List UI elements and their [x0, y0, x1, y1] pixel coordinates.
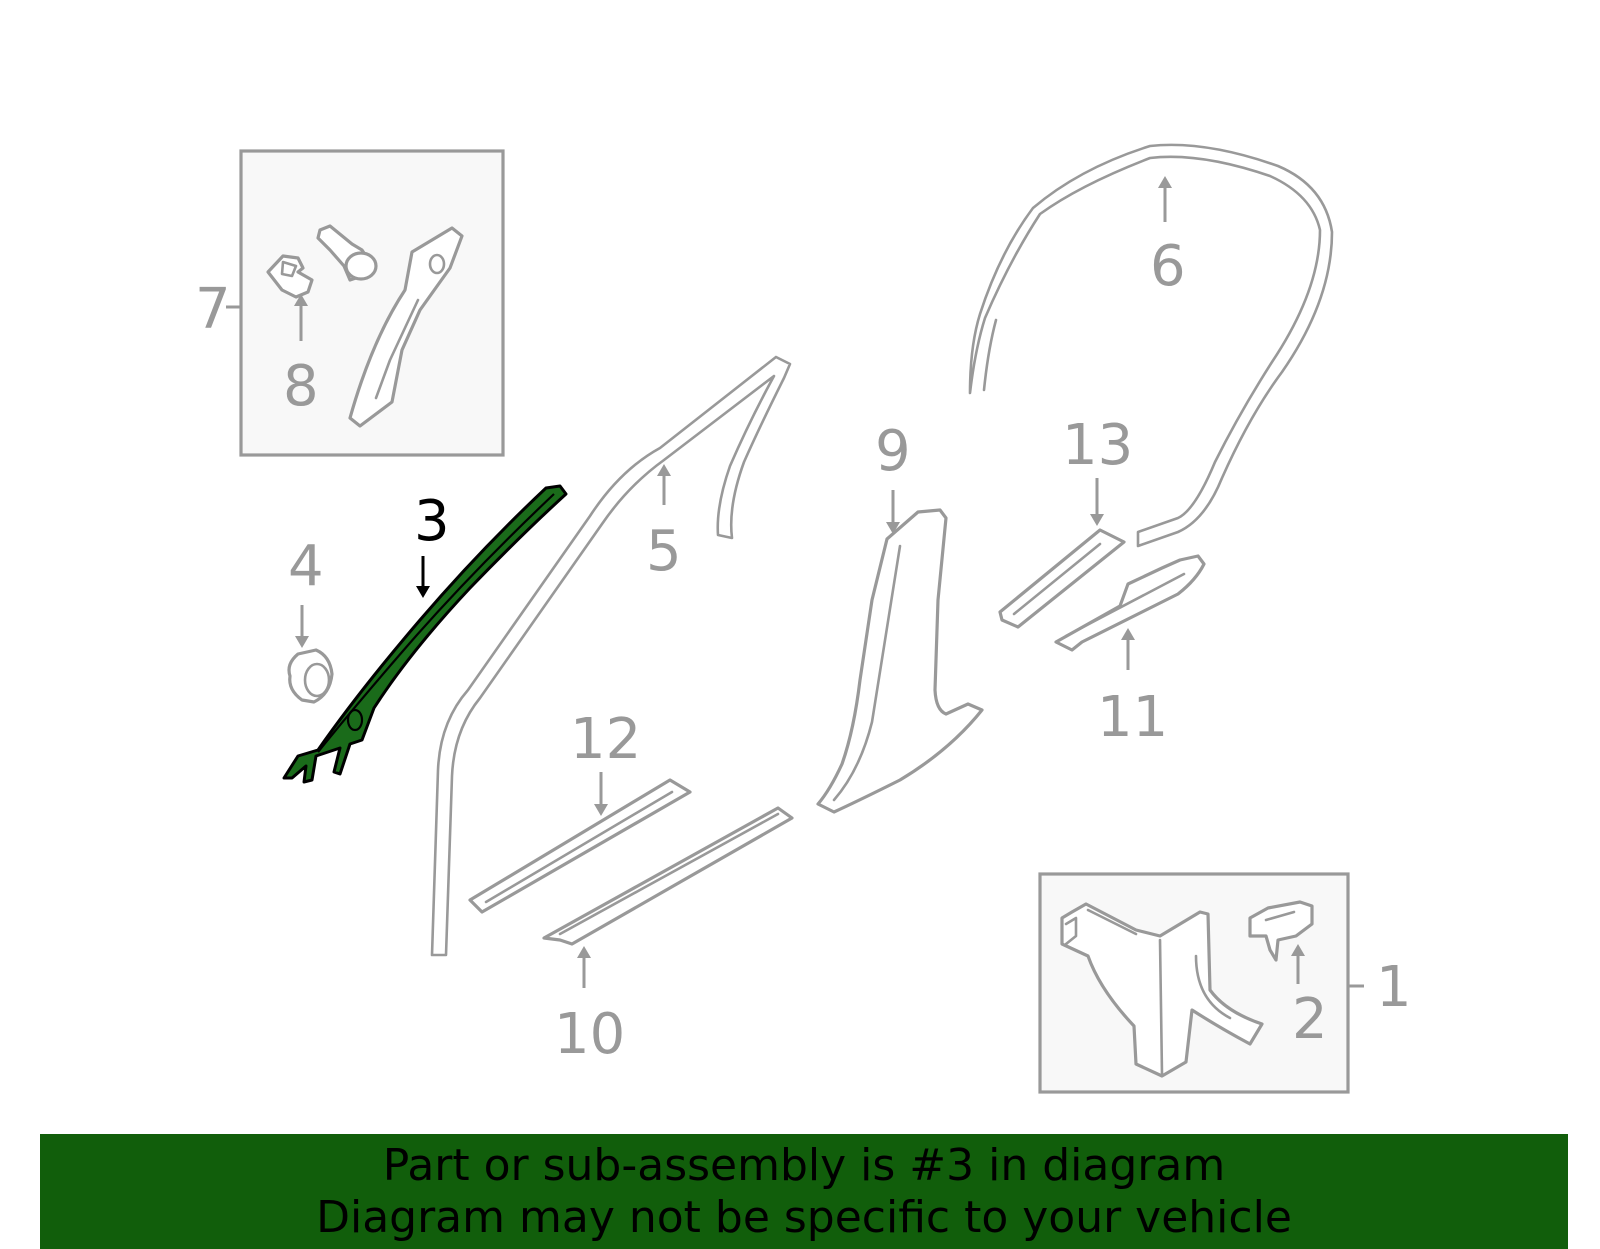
part-7-fastener: [316, 224, 378, 282]
callout-12[interactable]: 12: [570, 707, 641, 772]
callout-2[interactable]: 2: [1292, 987, 1328, 1052]
part-11-sill-trim[interactable]: [1054, 554, 1206, 652]
part-3-a-pillar-trim-highlighted[interactable]: [282, 484, 568, 784]
banner-line-2: Diagram may not be specific to your vehi…: [316, 1192, 1292, 1243]
arrow-head-3: [416, 586, 430, 598]
callout-3[interactable]: 3: [414, 489, 450, 554]
info-banner: Part or sub-assembly is #3 in diagram Di…: [40, 1134, 1568, 1249]
callout-5[interactable]: 5: [646, 519, 682, 584]
arrow-head-10: [577, 946, 591, 958]
part-7-pillar-trim: [348, 226, 464, 428]
callout-8[interactable]: 8: [283, 354, 319, 419]
arrow-head-6: [1158, 176, 1172, 188]
part-6-weatherstrip[interactable]: [968, 143, 1334, 548]
part-12-scuff-plate[interactable]: [468, 778, 692, 914]
callout-4[interactable]: 4: [288, 534, 324, 599]
part-8-clip[interactable]: [266, 254, 314, 299]
arrow-head-5: [657, 464, 671, 476]
parts-diagram: 7 8 6 5 9 13: [195, 143, 1412, 1094]
arrow-head-13: [1090, 514, 1104, 526]
part-1-lower-trim: [1060, 902, 1264, 1078]
part-9-b-pillar-trim[interactable]: [816, 508, 984, 814]
arrow-head-2: [1291, 944, 1305, 956]
part-4-grommet[interactable]: [287, 648, 334, 704]
callout-6[interactable]: 6: [1150, 234, 1186, 299]
part-5-pillar-seal[interactable]: [430, 355, 792, 957]
part-2-clip[interactable]: [1248, 900, 1314, 962]
arrow-head-12: [594, 804, 608, 816]
callout-13[interactable]: 13: [1062, 413, 1133, 478]
part-10-sill-trim[interactable]: [542, 806, 794, 946]
arrow-head-11: [1121, 628, 1135, 640]
banner-line-1: Part or sub-assembly is #3 in diagram: [382, 1140, 1226, 1191]
arrow-head-8: [294, 294, 308, 306]
callout-11[interactable]: 11: [1097, 685, 1168, 750]
part-13-scuff-plate[interactable]: [998, 528, 1126, 629]
arrow-head-9: [886, 522, 900, 534]
callout-1[interactable]: 1: [1376, 955, 1412, 1020]
callout-10[interactable]: 10: [554, 1002, 625, 1067]
callout-7[interactable]: 7: [195, 277, 231, 342]
callout-9[interactable]: 9: [875, 419, 911, 484]
arrow-head-4: [295, 636, 309, 648]
